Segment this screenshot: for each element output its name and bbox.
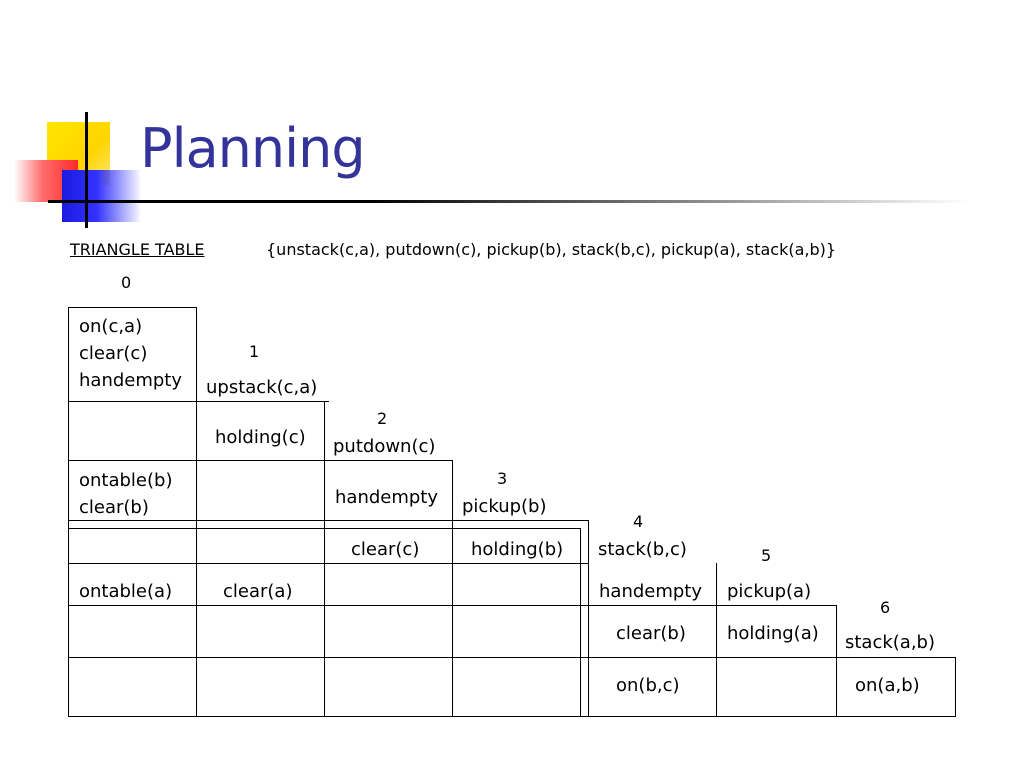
page-title: Planning bbox=[140, 117, 366, 180]
cell-r6c6: on(a,b) bbox=[855, 675, 920, 696]
cell-r5c5: holding(a) bbox=[727, 623, 819, 644]
grid-line bbox=[68, 520, 589, 521]
step-number-6: 6 bbox=[880, 598, 891, 617]
step-number-4: 4 bbox=[633, 512, 644, 531]
cell-r0c0-line3: handempty bbox=[79, 370, 183, 391]
cell-r2c0-line2: clear(b) bbox=[79, 497, 149, 518]
plan-sequence: {unstack(c,a), putdown(c), pickup(b), st… bbox=[266, 240, 837, 259]
grid-line bbox=[324, 401, 325, 717]
step-number-1: 1 bbox=[249, 342, 260, 361]
action-4: stack(b,c) bbox=[598, 539, 687, 560]
grid-line bbox=[588, 520, 589, 717]
cell-r2c2: handempty bbox=[335, 487, 439, 508]
step-number-0: 0 bbox=[121, 273, 132, 292]
action-5: pickup(a) bbox=[727, 581, 812, 602]
grid-line bbox=[836, 605, 837, 717]
cell-r2c0-line1: ontable(b) bbox=[79, 470, 173, 491]
grid-line bbox=[955, 657, 956, 717]
action-2: putdown(c) bbox=[333, 436, 436, 457]
grid-line bbox=[68, 563, 589, 564]
grid-line bbox=[452, 460, 453, 717]
cell-r3c3: holding(b) bbox=[471, 539, 564, 560]
action-3: pickup(b) bbox=[462, 496, 547, 517]
cell-r3c2: clear(c) bbox=[351, 539, 420, 560]
cell-r5c4: clear(b) bbox=[616, 623, 686, 644]
step-number-2: 2 bbox=[377, 409, 388, 428]
action-1: upstack(c,a) bbox=[206, 377, 318, 398]
cell-r0c0-line1: on(c,a) bbox=[79, 316, 143, 337]
grid-line bbox=[716, 563, 717, 717]
grid-line bbox=[580, 528, 581, 717]
cell-r4c4: handempty bbox=[599, 581, 703, 602]
grid-line bbox=[68, 460, 453, 461]
grid-line bbox=[68, 401, 329, 402]
cell-r4c1: clear(a) bbox=[223, 581, 293, 602]
step-number-3: 3 bbox=[497, 469, 508, 488]
grid-line bbox=[68, 307, 69, 717]
grid-line bbox=[68, 657, 956, 658]
cell-r4c0: ontable(a) bbox=[79, 581, 173, 602]
grid-line bbox=[68, 716, 956, 717]
grid-line bbox=[68, 307, 197, 308]
logo-vertical-line bbox=[85, 112, 88, 228]
cell-r0c0-line2: clear(c) bbox=[79, 343, 148, 364]
title-underline bbox=[48, 200, 968, 203]
cell-r1c1: holding(c) bbox=[215, 427, 306, 448]
step-number-5: 5 bbox=[761, 546, 772, 565]
action-6: stack(a,b) bbox=[845, 632, 936, 653]
grid-line bbox=[196, 307, 197, 717]
logo-blue-square bbox=[62, 170, 140, 222]
cell-r6c4: on(b,c) bbox=[616, 675, 680, 696]
triangle-table-label: TRIANGLE TABLE bbox=[70, 240, 205, 259]
